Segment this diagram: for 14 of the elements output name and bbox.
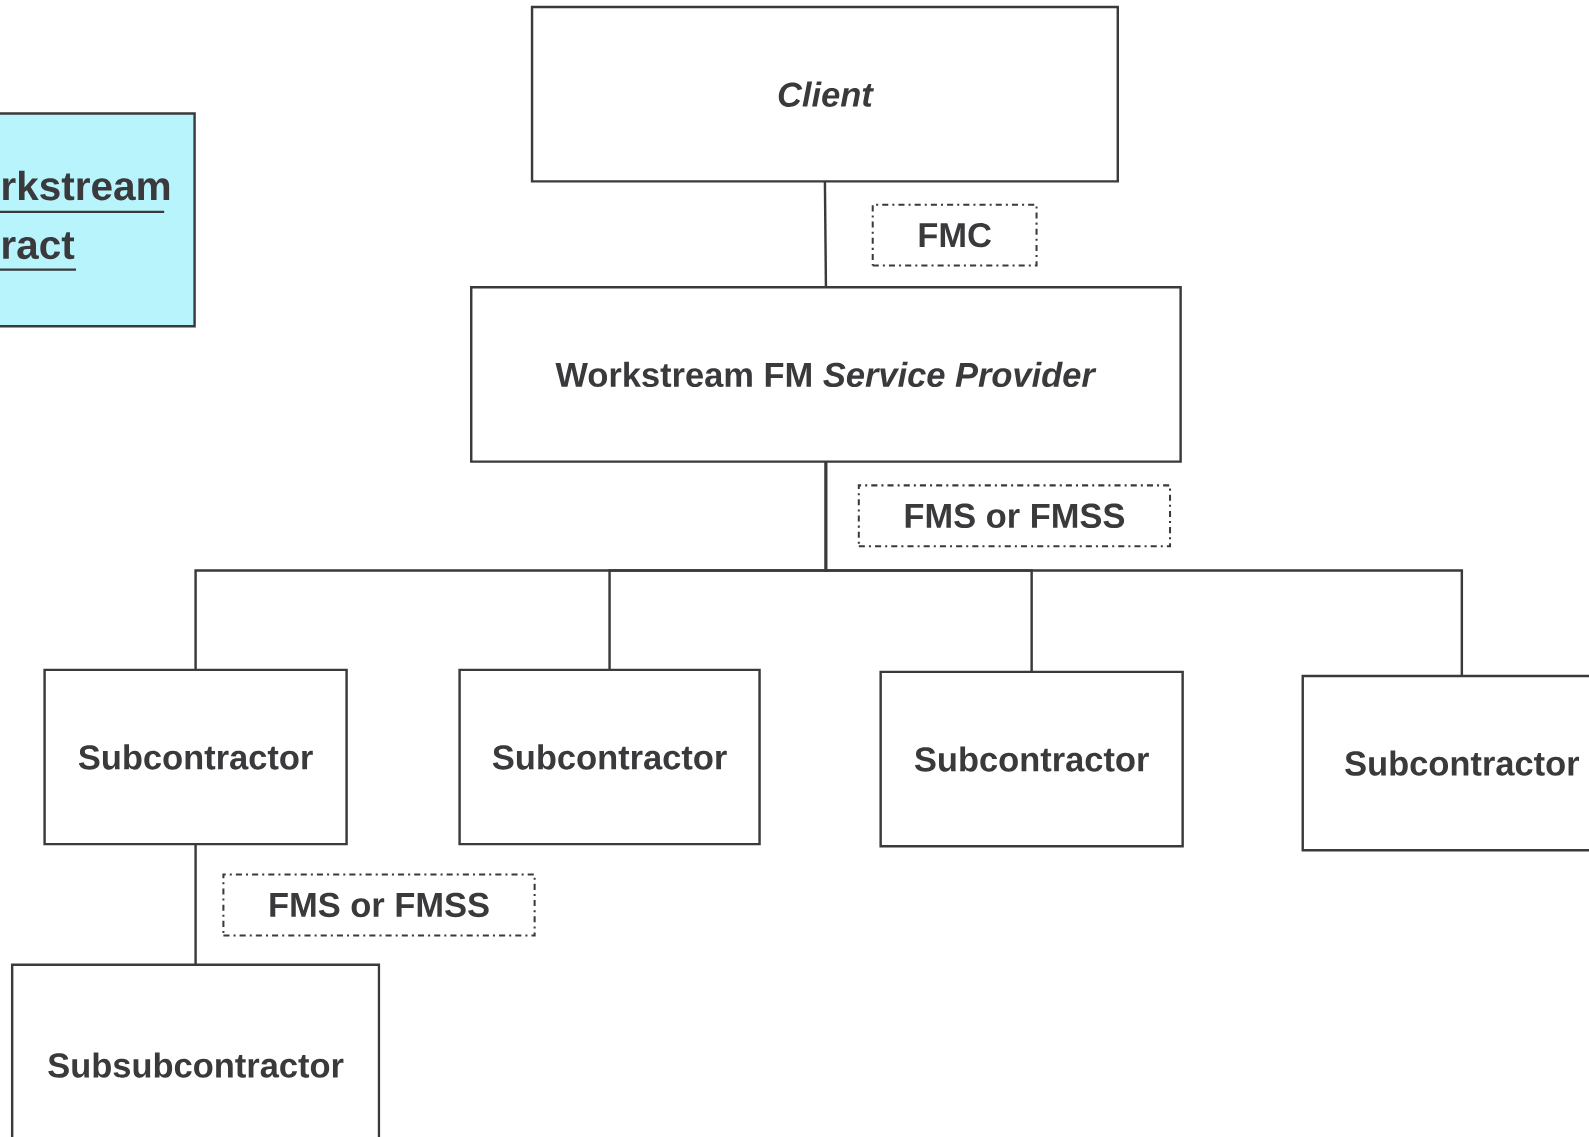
subcontractor-box: Subsubcontractor (10, 963, 381, 1137)
subcontractor-box: Subcontractor (879, 670, 1184, 848)
contract-box: rkstream ract (0, 112, 196, 328)
subcontractor-box: Subcontractor (1301, 674, 1589, 852)
provider-box: Workstream FM Service Provider (470, 286, 1182, 463)
connector-line (194, 844, 197, 965)
connector-line (824, 462, 1464, 676)
subcontractor-box: Subcontractor (458, 668, 761, 846)
edge-label: FMS or FMSS (857, 484, 1172, 548)
subcontractor-box: Subcontractor (43, 668, 348, 846)
edge-label: FMC (871, 203, 1038, 267)
connector-line (823, 181, 828, 287)
edge-label: FMS or FMSS (222, 873, 536, 937)
client-box: Client (530, 5, 1119, 183)
